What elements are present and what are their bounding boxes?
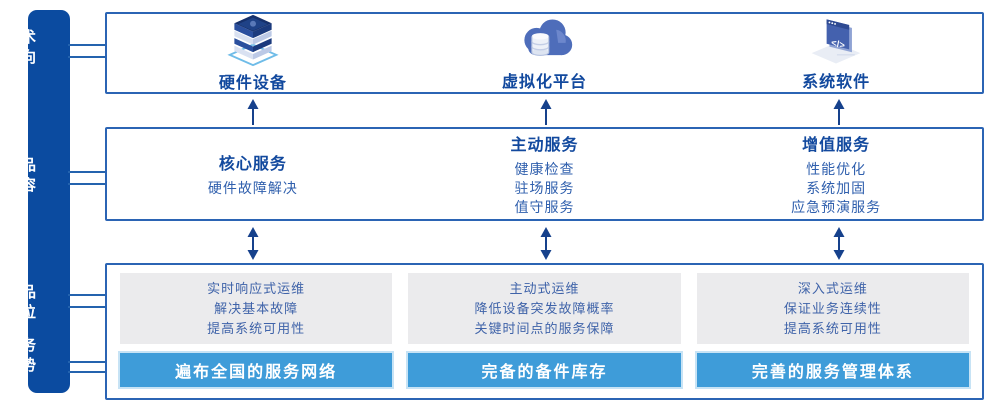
advantage-bar: 完备的备件库存 (408, 353, 681, 387)
position-col-2: 主动式运维 降低设备突发故障概率 关键时间点的服务保障 完备的备件库存 (408, 273, 681, 390)
advantage-bar: 遍布全国的服务网络 (120, 353, 393, 387)
sidebar-item-product-position: 产品 定位 (4, 284, 37, 321)
tech-col-hardware: 硬件设备 (107, 14, 399, 92)
tech-label-software: 系统软件 (802, 74, 871, 91)
service-item: 应急预演服务 (791, 199, 882, 215)
arrow-up-down-icon (247, 227, 259, 260)
sidebar-item-service-advantage: 服务 优势 (4, 337, 37, 374)
position-line: 解决基本故障 (214, 300, 299, 316)
position-line: 提高系统可用性 (783, 320, 882, 336)
advantage-bar: 完善的服务管理体系 (696, 353, 969, 387)
sidebar-item-tech-direction: 技术 方向 (4, 29, 37, 66)
tech-label-virtualization: 虚拟化平台 (502, 74, 588, 91)
position-line: 关键时间点的服务保障 (474, 320, 615, 336)
service-title: 增值服务 (802, 137, 871, 154)
product-position-box: 实时响应式运维 解决基本故障 提高系统可用性 遍布全国的服务网络 主动式运维 降… (105, 263, 984, 400)
sidebar-item-product-content: 产品 内容 (4, 157, 37, 194)
product-content-box: 核心服务 硬件故障解决 主动服务 健康检查 驻场服务 值守服务 增值服务 性能优… (105, 127, 984, 221)
tech-col-software: </> 系统软件 (690, 14, 982, 92)
connector-line (68, 371, 107, 373)
connector-line (68, 306, 107, 308)
advantage-label: 完善的服务管理体系 (751, 364, 914, 381)
service-col-value-added: 增值服务 性能优化 系统加固 应急预演服务 (690, 129, 982, 219)
cloud-database-icon (515, 14, 575, 66)
service-title: 核心服务 (218, 156, 287, 173)
position-line: 保证业务连续性 (783, 300, 882, 316)
sidebar (28, 10, 70, 393)
tech-label-hardware: 硬件设备 (218, 75, 287, 92)
position-col-3: 深入式运维 保证业务连续性 提高系统可用性 完善的服务管理体系 (696, 273, 969, 390)
connector-line (68, 294, 107, 296)
position-line: 实时响应式运维 (207, 280, 306, 296)
arrow-up-icon (247, 99, 259, 125)
position-line: 降低设备突发故障概率 (474, 300, 615, 316)
service-item: 值守服务 (514, 199, 575, 215)
arrow-up-down-icon (540, 227, 552, 260)
connector-line (68, 171, 107, 173)
connector-line (68, 183, 107, 185)
advantage-label: 完备的备件库存 (481, 364, 608, 381)
connector-line (68, 361, 107, 363)
position-line: 提高系统可用性 (207, 320, 306, 336)
service-col-proactive: 主动服务 健康检查 驻场服务 值守服务 (399, 129, 691, 219)
position-panel: 深入式运维 保证业务连续性 提高系统可用性 (696, 273, 969, 344)
position-panel: 实时响应式运维 解决基本故障 提高系统可用性 (120, 273, 393, 344)
server-stack-icon (222, 13, 284, 67)
connector-line (68, 44, 107, 46)
advantage-label: 遍布全国的服务网络 (175, 364, 338, 381)
connector-line (68, 56, 107, 58)
position-col-1: 实时响应式运维 解决基本故障 提高系统可用性 遍布全国的服务网络 (120, 273, 393, 390)
arrow-up-down-icon (833, 227, 845, 260)
code-window-icon: </> (806, 14, 866, 66)
service-item: 驻场服务 (514, 180, 575, 196)
tech-col-virtualization: 虚拟化平台 (399, 14, 691, 92)
svg-text:</>: </> (831, 37, 845, 51)
arrow-up-icon (540, 99, 552, 125)
arrow-up-icon (833, 99, 845, 125)
service-item: 系统加固 (806, 180, 867, 196)
service-col-core: 核心服务 硬件故障解决 (107, 129, 399, 219)
service-item: 健康检查 (514, 161, 575, 177)
position-line: 主动式运维 (509, 280, 580, 296)
service-item: 硬件故障解决 (207, 180, 298, 196)
position-panel: 主动式运维 降低设备突发故障概率 关键时间点的服务保障 (408, 273, 681, 344)
position-line: 深入式运维 (797, 280, 868, 296)
service-item: 性能优化 (806, 161, 867, 177)
service-title: 主动服务 (510, 137, 579, 154)
tech-direction-box: 硬件设备 (105, 12, 984, 94)
